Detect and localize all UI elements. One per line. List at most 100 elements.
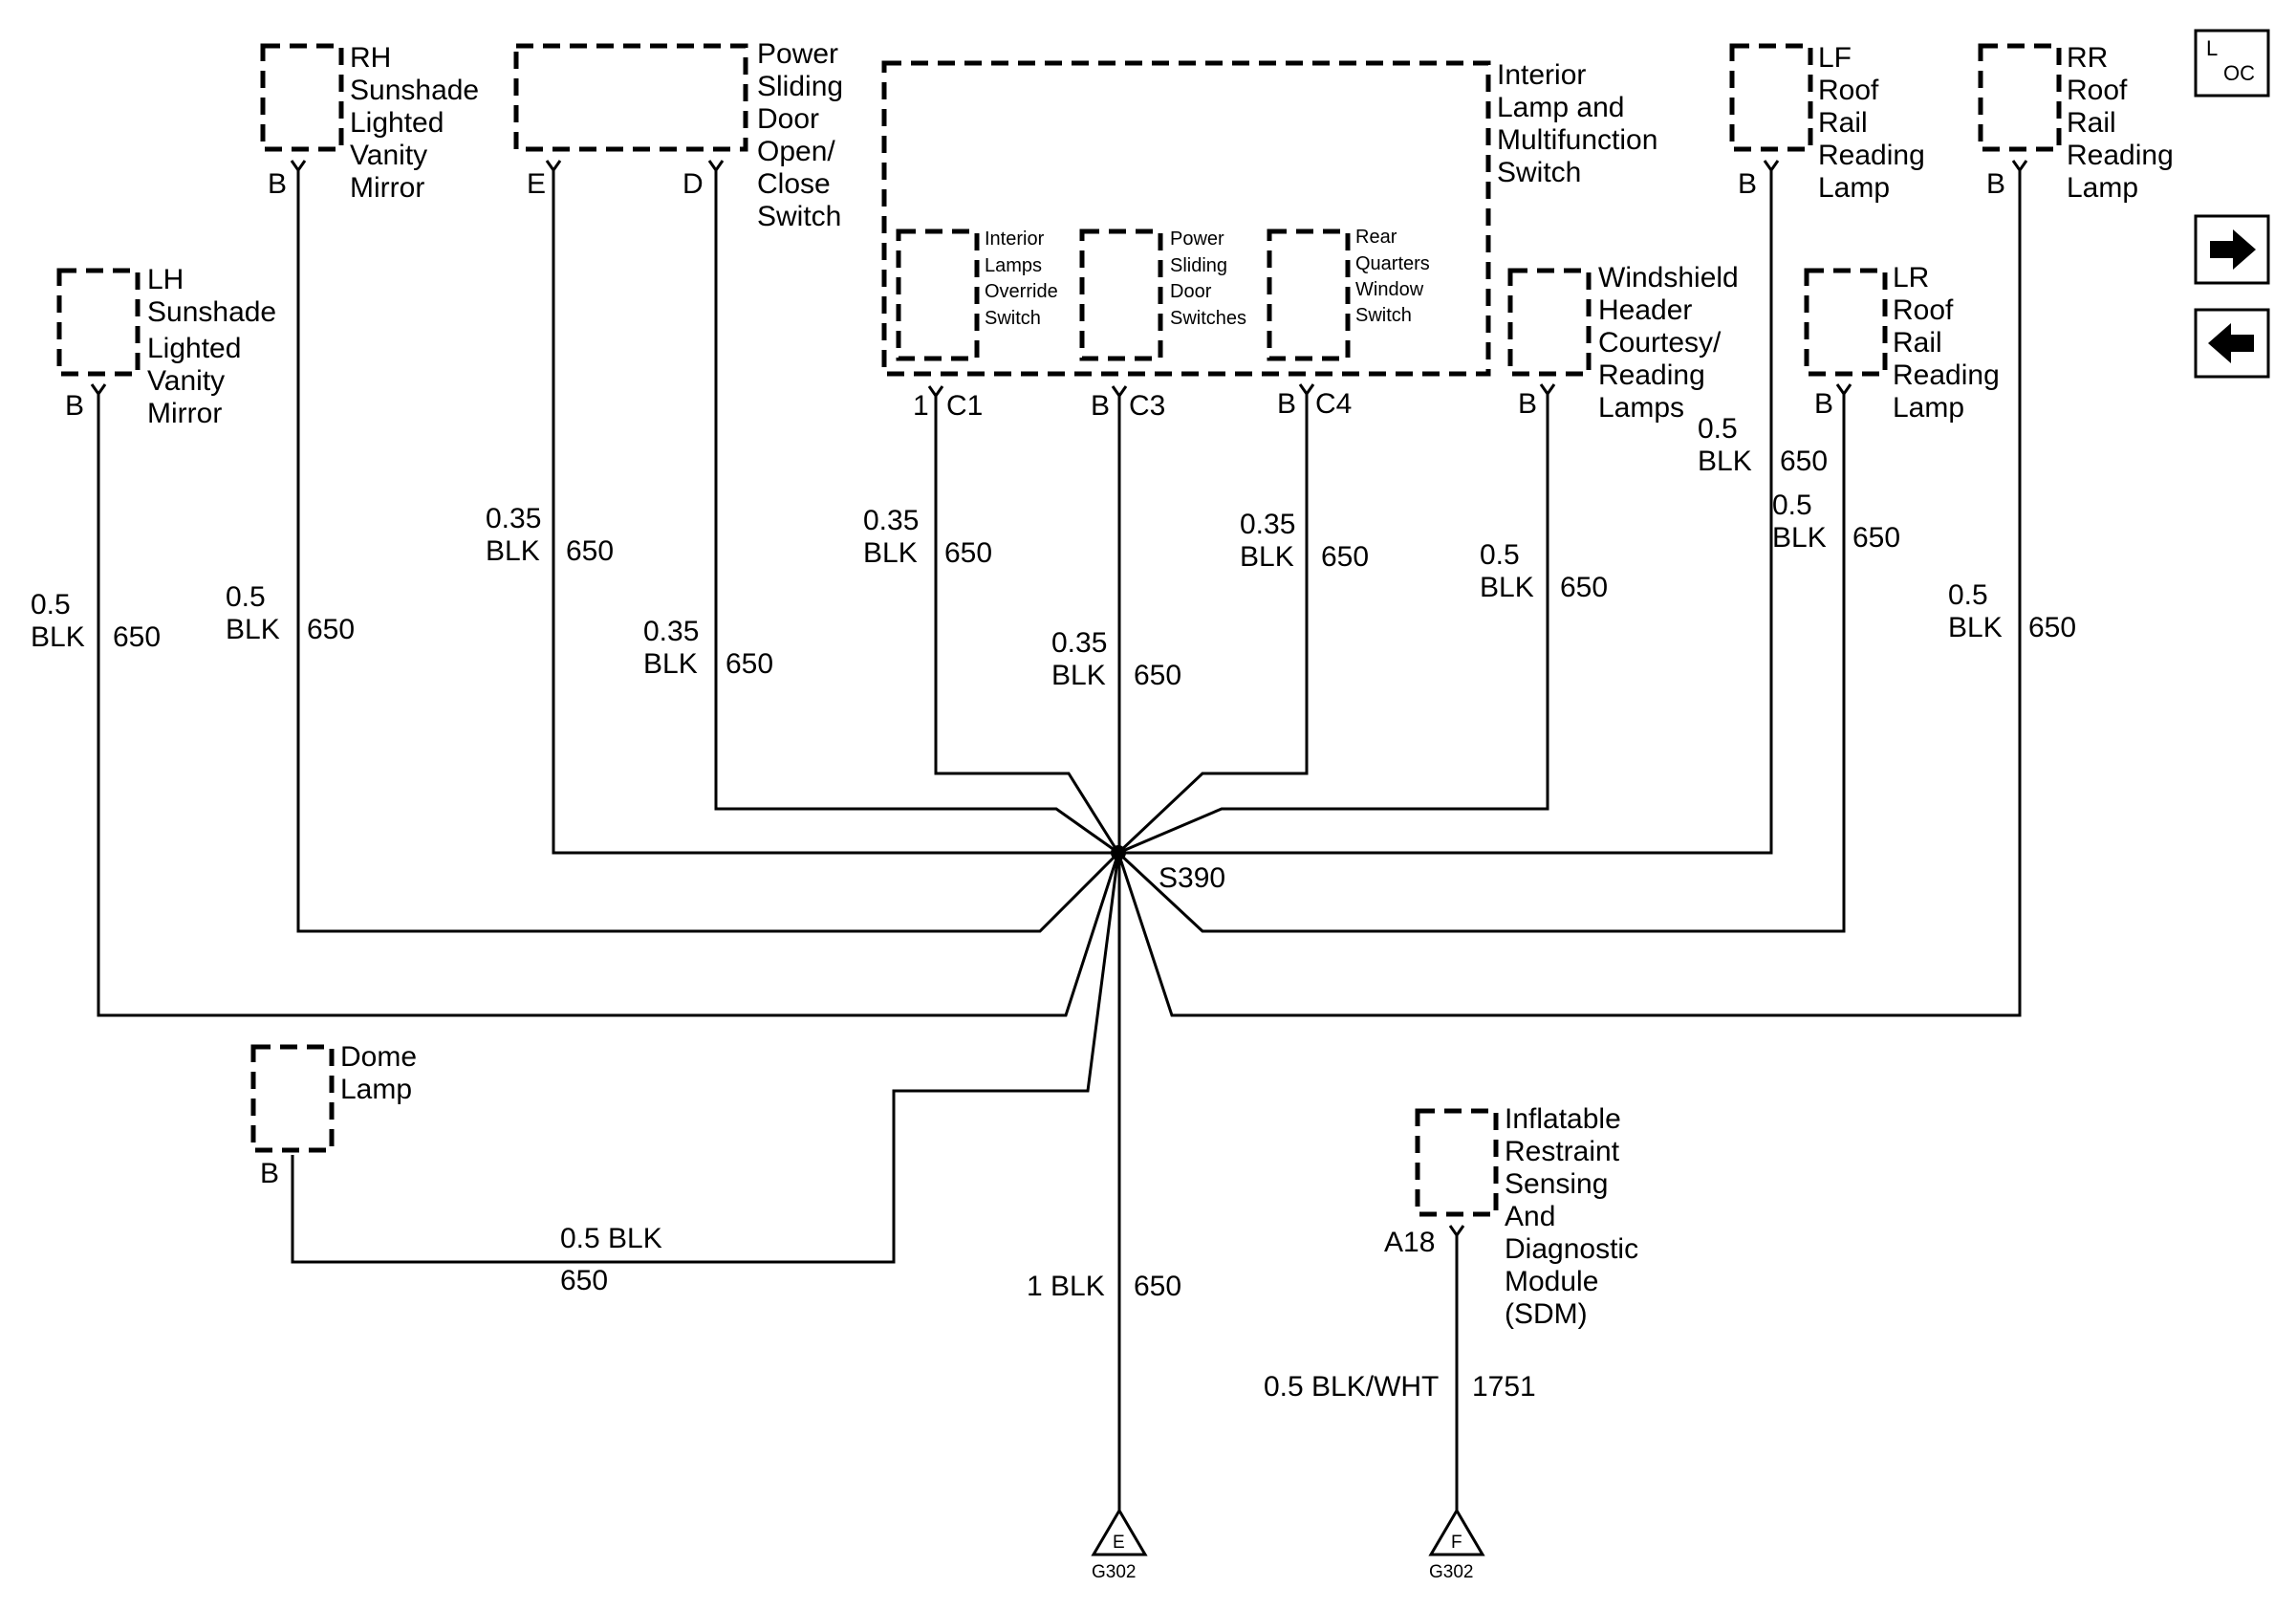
wire-lh-mirror	[97, 400, 1120, 1017]
pin-sdm	[1448, 1225, 1465, 1241]
wire-dome	[291, 852, 1120, 1264]
interior-switch-label: Interior Lamp and Multifunction Switch	[1497, 59, 1666, 188]
wire-label-rear-quarters-color: BLK	[1240, 541, 1294, 573]
wire-windshield	[1117, 400, 1549, 855]
wire-label-rr-roof-gauge: 0.5	[1948, 579, 1988, 611]
lh-mirror-box	[56, 268, 141, 377]
wire-label-ground-f: 0.5 BLK/WHT	[1264, 1371, 1439, 1403]
windshield-box	[1507, 268, 1592, 377]
wire-label-windshield-color: BLK	[1480, 572, 1534, 603]
sdm-box	[1415, 1108, 1499, 1217]
location-icon-l: L	[2206, 36, 2218, 60]
wire-label-lh-mirror-color: BLK	[31, 621, 85, 653]
override-box	[896, 228, 980, 361]
pin-label-rr-roof: B	[1986, 168, 2005, 200]
pin-label-rh-mirror: B	[268, 168, 287, 200]
wire-label-rear-quarters-gauge: 0.35	[1240, 509, 1295, 540]
pin-door-d	[707, 160, 725, 176]
location-button[interactable]: L OC	[2194, 29, 2270, 98]
lr-roof-box	[1804, 268, 1888, 377]
previous-page-button[interactable]	[2194, 308, 2270, 379]
wire-lf-roof	[1118, 176, 1773, 855]
wire-label-rear-quarters-circuit: 650	[1321, 541, 1369, 573]
splice-label: S390	[1159, 862, 1225, 894]
wire-label-lr-roof-circuit: 650	[1852, 522, 1900, 554]
wire-label-windshield-gauge: 0.5	[1480, 539, 1520, 571]
wire-rh-mirror	[296, 176, 1120, 933]
wire-label-door-e-color: BLK	[486, 535, 540, 567]
ground-f-label: G302	[1429, 1562, 1473, 1582]
wire-label-door-d-color: BLK	[643, 648, 698, 680]
rr-roof-box	[1978, 43, 2062, 152]
wire-rear-quarters	[1116, 400, 1309, 855]
wire-lr-roof	[1116, 400, 1846, 933]
windshield-label: Windshield Header Courtesy/ Reading Lamp…	[1598, 262, 1746, 424]
lr-roof-label: LR Roof Rail Reading Lamp	[1893, 262, 2007, 424]
location-icon	[2194, 29, 2270, 98]
pin-label-override: 1	[913, 390, 929, 422]
connector-c3: C3	[1129, 390, 1165, 422]
wire-label-door-switches-gauge: 0.35	[1051, 627, 1107, 659]
pin-override	[927, 385, 944, 402]
wire-label-lr-roof-color: BLK	[1772, 522, 1827, 554]
pin-rr-roof	[2011, 160, 2028, 176]
dome-box	[250, 1044, 335, 1153]
wire-label-dome: 0.5 BLK	[560, 1223, 662, 1254]
pin-label-lf-roof: B	[1738, 168, 1757, 200]
arrow-right-icon	[2210, 229, 2256, 270]
power-door-box	[513, 43, 748, 152]
wire-label-rh-mirror-gauge: 0.5	[226, 581, 266, 613]
pin-door-switches	[1111, 385, 1128, 402]
rear-quarters-box	[1267, 228, 1351, 361]
ground-f-symbol	[1428, 1508, 1485, 1556]
override-label: Interior Lamps Override Switch	[985, 228, 1063, 329]
power-door-label: Power Sliding Door Open/ Close Switch	[757, 38, 851, 232]
pin-label-windshield: B	[1518, 388, 1537, 420]
pin-label-lr-roof: B	[1814, 388, 1833, 420]
wire-label-override-gauge: 0.35	[863, 505, 919, 536]
pin-rear-quarters	[1298, 383, 1315, 400]
wire-label-override-circuit: 650	[944, 537, 992, 569]
wire-label-door-d-gauge: 0.35	[643, 616, 699, 647]
connector-c1: C1	[946, 390, 983, 422]
wire-label-ground-e-circuit: 650	[1134, 1271, 1181, 1302]
pin-lh-mirror	[90, 383, 107, 400]
wire-rr-roof	[1116, 176, 2022, 1017]
wire-label-door-e-circuit: 650	[566, 535, 614, 567]
pin-rh-mirror	[290, 160, 307, 176]
wire-label-rh-mirror-color: BLK	[226, 614, 280, 645]
pin-label-lh-mirror: B	[65, 390, 84, 422]
door-switches-label: Power Sliding Door Switches	[1170, 228, 1246, 329]
pin-lr-roof	[1835, 383, 1852, 400]
pin-windshield	[1539, 383, 1556, 400]
wire-override	[934, 402, 1120, 854]
wire-label-ground-e: 1 BLK	[1027, 1271, 1105, 1302]
lf-roof-box	[1729, 43, 1813, 152]
next-page-button[interactable]	[2194, 214, 2270, 285]
lf-roof-label: LF Roof Rail Reading Lamp	[1818, 42, 1933, 204]
wire-label-windshield-circuit: 650	[1560, 572, 1608, 603]
rear-quarters-label: Rear Quarters Window Switch	[1355, 227, 1435, 326]
pin-label-door-switches: B	[1091, 390, 1110, 422]
wire-label-door-d-circuit: 650	[726, 648, 773, 680]
wire-label-rr-roof-circuit: 650	[2028, 612, 2076, 643]
wire-label-door-switches-color: BLK	[1051, 660, 1106, 691]
wire-label-dome-circuit: 650	[560, 1265, 608, 1296]
wire-label-lr-roof-gauge: 0.5	[1772, 490, 1812, 521]
pin-label-sdm: A18	[1384, 1227, 1435, 1258]
splice-s390	[1111, 845, 1126, 860]
wire-label-lh-mirror-gauge: 0.5	[31, 589, 71, 620]
wire-label-rr-roof-color: BLK	[1948, 612, 2003, 643]
rh-mirror-box	[260, 43, 344, 152]
door-switches-box	[1079, 228, 1163, 361]
rh-mirror-label: RH Sunshade Lighted Vanity Mirror	[350, 42, 487, 204]
wire-label-lh-mirror-circuit: 650	[113, 621, 161, 653]
location-icon-oc: OC	[2223, 61, 2255, 85]
arrow-left-icon	[2208, 323, 2254, 363]
dome-label: Dome Lamp	[340, 1041, 424, 1105]
pin-label-dome: B	[260, 1158, 279, 1189]
connector-c4: C4	[1315, 388, 1352, 420]
wire-door-d	[714, 176, 1119, 855]
pin-door-e	[545, 160, 562, 176]
